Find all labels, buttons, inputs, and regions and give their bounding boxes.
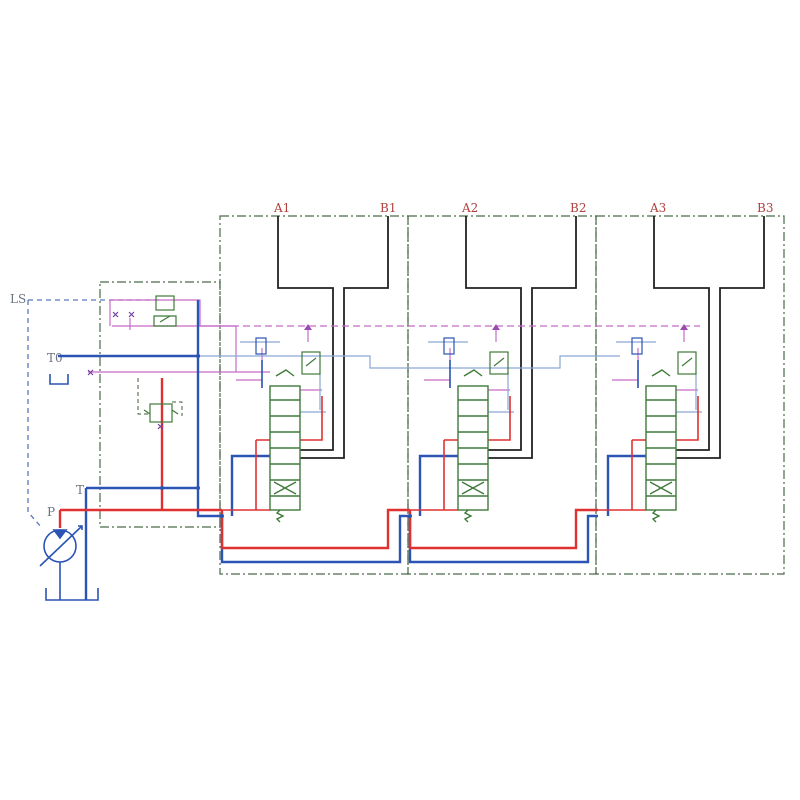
inlet-relief-valve [143,403,179,423]
section-2-boundary [407,215,597,575]
directional-spool-valve-3 [645,369,677,523]
port-label-p: P [47,505,55,519]
pilot-arrow-3 [680,324,688,330]
check-valve-3 [677,351,697,375]
section-1-boundary [219,215,409,575]
pilot-blue-lines [106,341,702,413]
check-valve-2 [489,351,509,375]
pressure-lines [58,378,699,550]
section-boundaries [99,215,785,575]
shuttle-valve-1 [255,337,267,355]
section-3-boundary [595,215,785,575]
junction-dots [160,354,412,518]
section-3-valves [631,324,697,523]
tank-symbols [45,374,99,601]
port-label-b1: B1 [380,201,396,215]
pilot-lines [88,299,700,391]
port-labels: A1 B1 A2 B2 A3 B3 LS T0 T P [10,201,773,519]
work-port-lines [277,216,765,459]
shuttle-valve-3 [631,337,643,355]
port-label-t0: T0 [47,351,63,365]
port-label-b3: B3 [757,201,773,215]
pilot-arrow-2 [492,324,500,330]
port-label-t: T [76,483,84,497]
check-valve-1 [301,351,321,375]
inlet-pilot-dashed [137,378,183,416]
port-label-ls: LS [10,292,26,306]
inlet-compensator-valve [153,295,177,327]
tank-t0-symbol [49,374,69,385]
port-label-b2: B2 [570,201,586,215]
section-2-valves [443,324,509,523]
port-label-a3: A3 [649,201,666,215]
cross-markers [87,311,164,430]
port-label-a1: A1 [273,201,290,215]
tank-lines [58,300,646,600]
tank-pump-symbol [45,588,99,601]
pilot-arrow-1 [304,324,312,330]
shuttle-valve-2 [443,337,455,355]
port-label-a2: A2 [461,201,478,215]
directional-spool-valve-1 [269,369,301,523]
pump-symbol [39,525,83,600]
section-1-valves [255,324,321,523]
directional-spool-valve-2 [457,369,489,523]
